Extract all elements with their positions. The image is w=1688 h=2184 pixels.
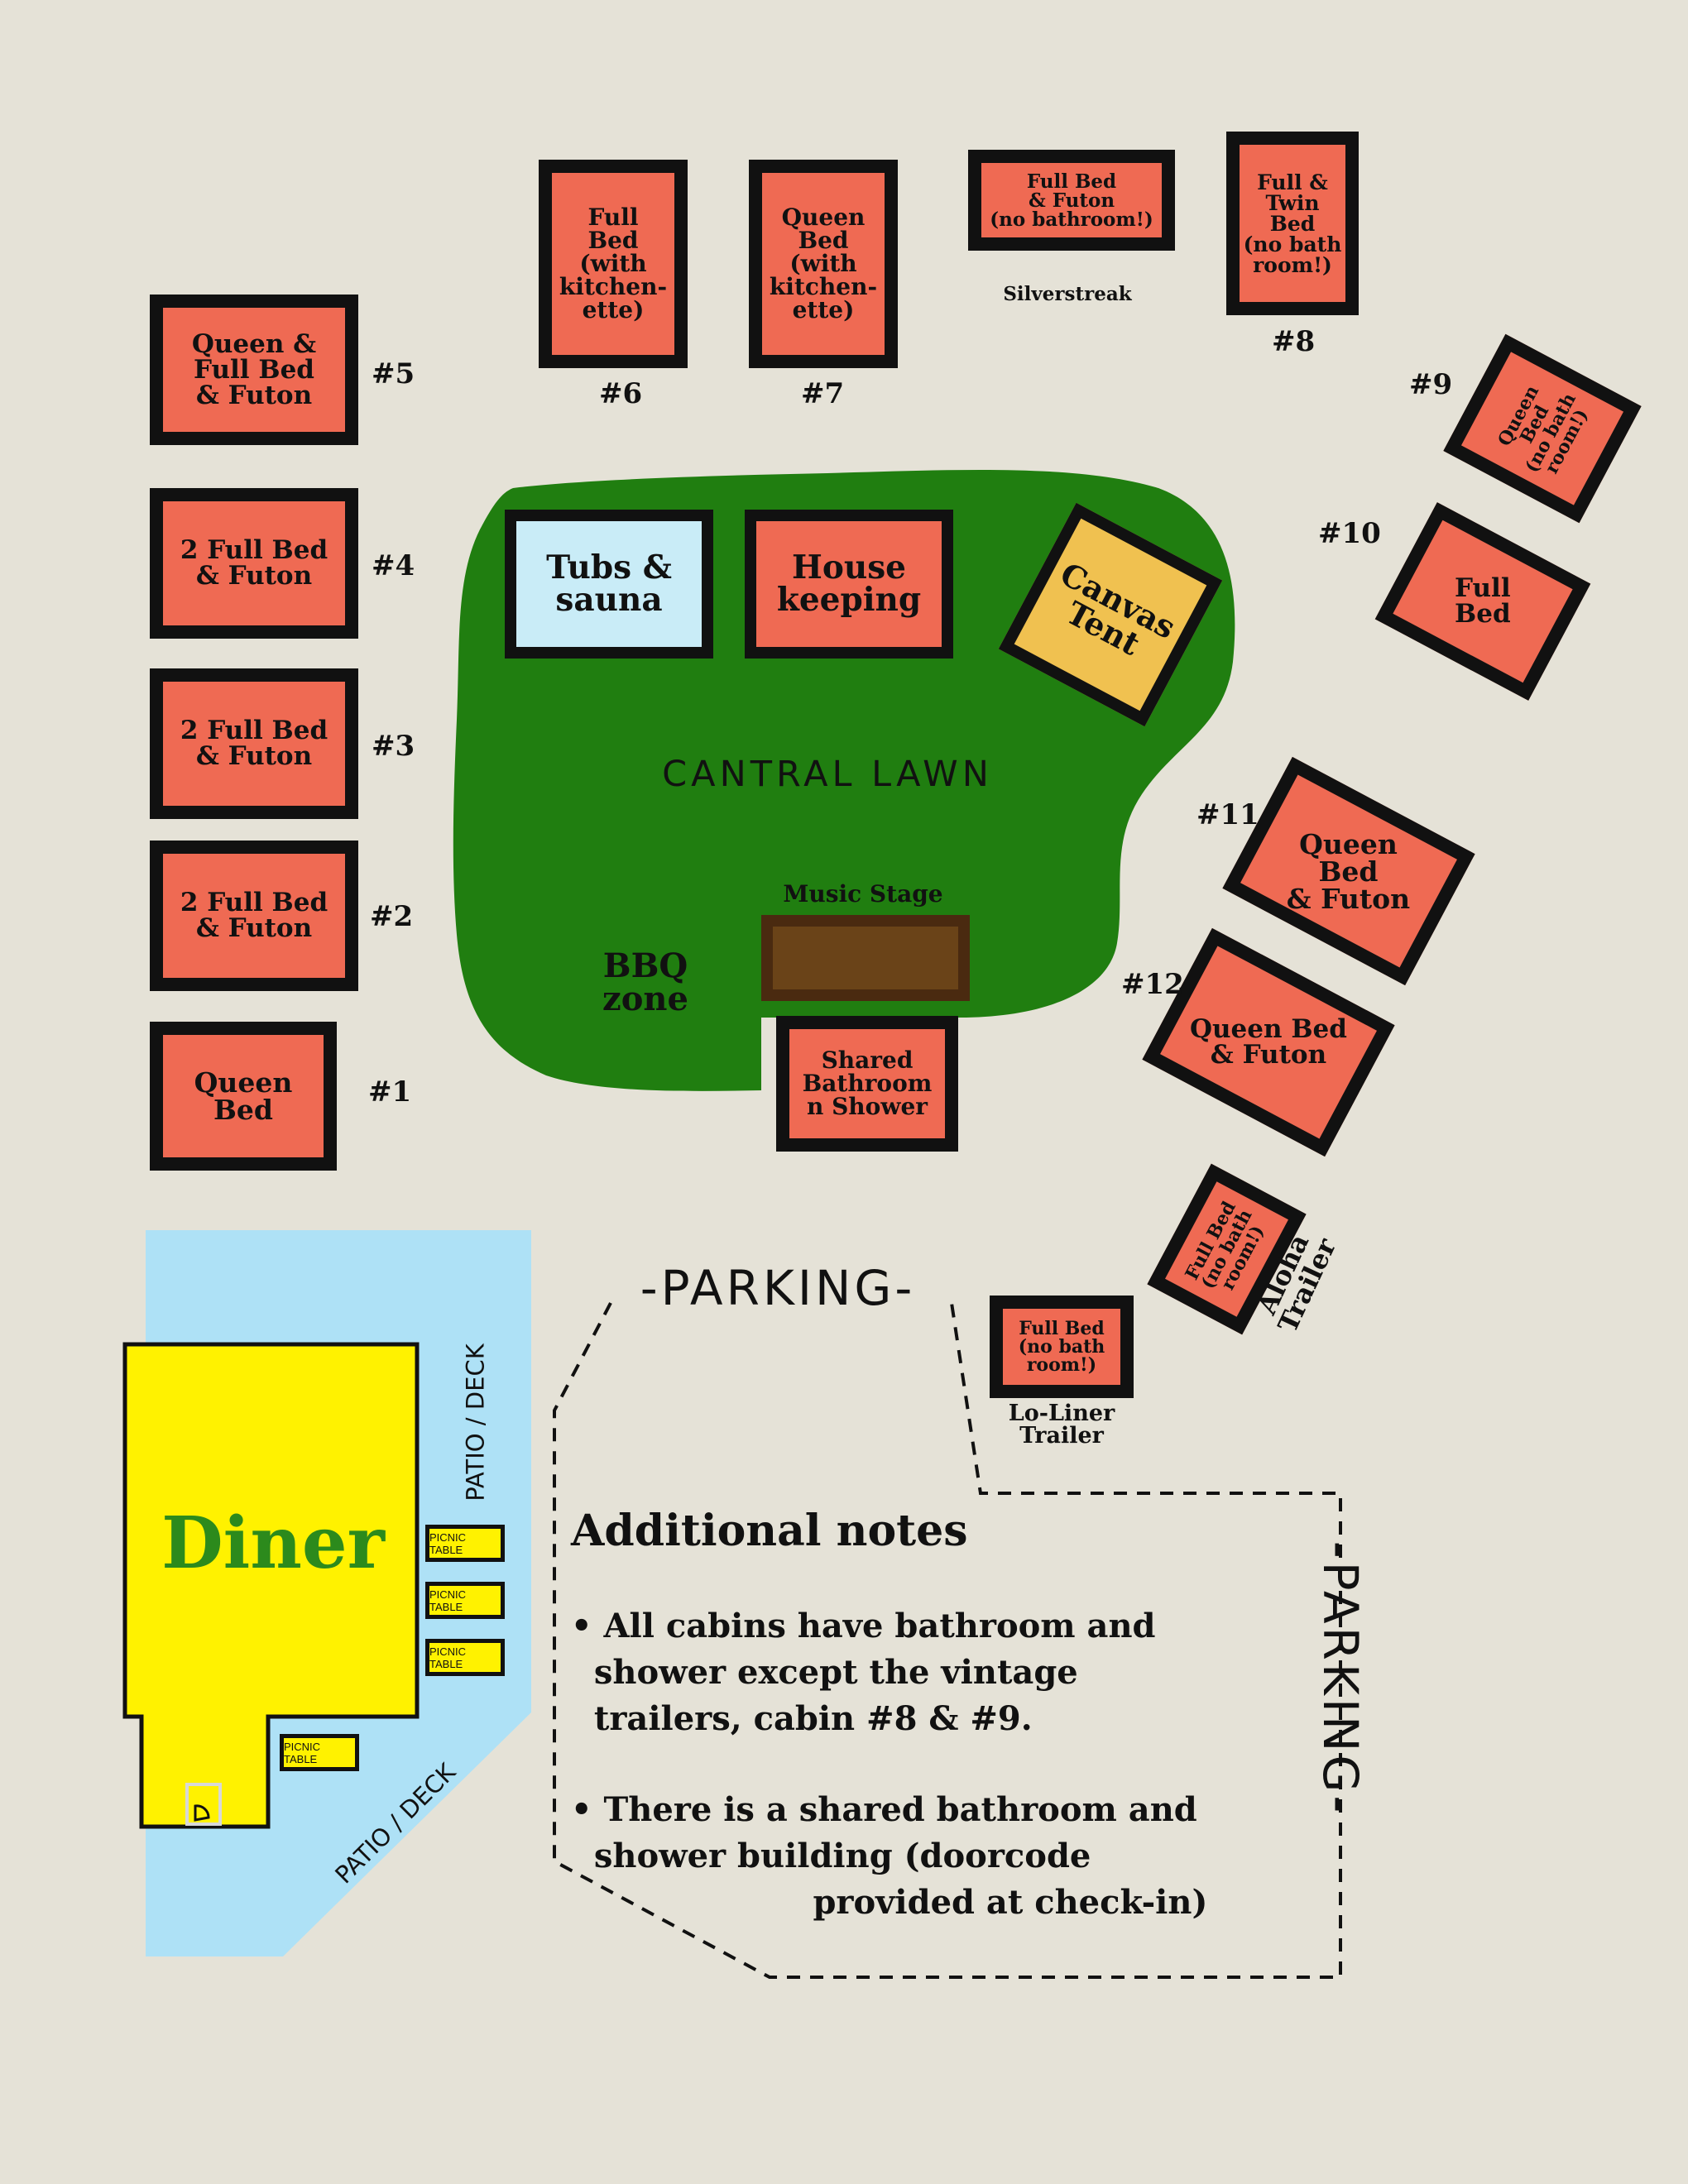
central-lawn-label: CANTRAL LAWN <box>662 754 993 795</box>
music-stage-label: Music Stage <box>783 880 943 908</box>
picnic-table-label: PICNIC TABLE <box>429 1645 467 1670</box>
picnic-table[interactable]: PICNIC TABLE <box>425 1525 505 1562</box>
parking-side-label: -PARKING- <box>1312 1540 1369 1817</box>
cabin-7[interactable]: Queen Bed (with kitchen- ette) <box>749 160 898 368</box>
cabin-3[interactable]: 2 Full Bed & Futon <box>150 668 358 819</box>
cabin-1[interactable]: Queen Bed <box>150 1022 337 1171</box>
silverstreak-label: Full Bed & Futon (no bathroom!) <box>990 170 1153 231</box>
cabin-3-number: #3 <box>372 730 415 763</box>
cabin-11-number: #11 <box>1196 798 1259 831</box>
cabin-10-number: #10 <box>1318 517 1381 550</box>
lo-liner-trailer[interactable]: Full Bed (no bath room!) <box>990 1296 1134 1398</box>
diner-label: Diner <box>161 1502 385 1585</box>
diner-shape <box>122 1342 420 1829</box>
lo-liner-name: Lo-Liner Trailer <box>1008 1401 1115 1449</box>
cabin-8-label: Full & Twin Bed (no bath room!) <box>1243 170 1342 277</box>
notes-bullet-2: • There is a shared bathroom and shower … <box>571 1790 1208 1922</box>
cabin-12-number: #12 <box>1121 968 1184 1001</box>
patio-deck-top-label: PATIO / DECK <box>461 1343 490 1502</box>
shared-bathroom[interactable]: Shared Bathroom n Shower <box>776 1016 958 1152</box>
cabin-7-label: Queen Bed (with kitchen- ette) <box>769 204 878 323</box>
notes-title: Additional notes <box>571 1506 968 1556</box>
lo-liner-label: Full Bed (no bath room!) <box>1018 1318 1105 1376</box>
cabin-2-label: 2 Full Bed & Futon <box>180 888 328 943</box>
cabin-9-number: #9 <box>1409 368 1453 401</box>
music-stage[interactable] <box>761 915 970 1001</box>
shared-bathroom-label: Shared Bathroom n Shower <box>802 1046 933 1120</box>
cabin-6-label: Full Bed (with kitchen- ette) <box>559 204 668 323</box>
picnic-table-label: PICNIC TABLE <box>429 1588 467 1613</box>
picnic-table[interactable]: PICNIC TABLE <box>425 1582 505 1619</box>
picnic-table-label: PICNIC TABLE <box>429 1530 467 1556</box>
cabin-5-label: Queen & Full Bed & Futon <box>191 328 317 410</box>
picnic-table[interactable]: PICNIC TABLE <box>425 1639 505 1676</box>
cabin-4-label: 2 Full Bed & Futon <box>180 535 328 591</box>
cabin-7-number: #7 <box>801 377 845 410</box>
parking-outline <box>553 1302 1342 1979</box>
notes-bullet-1: • All cabins have bathroom and shower ex… <box>571 1607 1156 1738</box>
cabin-1-label: Queen Bed <box>194 1066 293 1126</box>
cabin-4[interactable]: 2 Full Bed & Futon <box>150 488 358 639</box>
silverstreak-trailer[interactable]: Full Bed & Futon (no bathroom!) <box>968 150 1175 251</box>
picnic-table[interactable]: PICNIC TABLE <box>280 1734 359 1771</box>
housekeeping-label: House keeping <box>776 548 922 619</box>
cabin-4-number: #4 <box>372 549 415 582</box>
silverstreak-name: Silverstreak <box>1003 283 1132 305</box>
cabin-8-number: #8 <box>1272 325 1316 358</box>
housekeeping[interactable]: House keeping <box>745 510 953 659</box>
cabin-8[interactable]: Full & Twin Bed (no bath room!) <box>1226 132 1359 315</box>
diner-door[interactable] <box>185 1783 222 1826</box>
cabin-5[interactable]: Queen & Full Bed & Futon <box>150 295 358 445</box>
cabin-6-number: #6 <box>599 377 643 410</box>
cabin-5-number: #5 <box>372 357 415 390</box>
parking-top-label: -PARKING- <box>640 1260 916 1316</box>
bbq-zone-label: BBQ zone <box>602 946 688 1018</box>
cabin-2-number: #2 <box>370 900 414 933</box>
tubs-and-sauna[interactable]: Tubs & sauna <box>505 510 713 659</box>
tubs-label: Tubs & sauna <box>546 548 672 619</box>
cabin-2[interactable]: 2 Full Bed & Futon <box>150 841 358 991</box>
cabin-3-label: 2 Full Bed & Futon <box>180 716 328 771</box>
picnic-table-label: PICNIC TABLE <box>284 1740 321 1765</box>
door-swing-icon <box>194 1804 210 1822</box>
cabin-1-number: #1 <box>368 1075 412 1109</box>
cabin-6[interactable]: Full Bed (with kitchen- ette) <box>539 160 688 368</box>
